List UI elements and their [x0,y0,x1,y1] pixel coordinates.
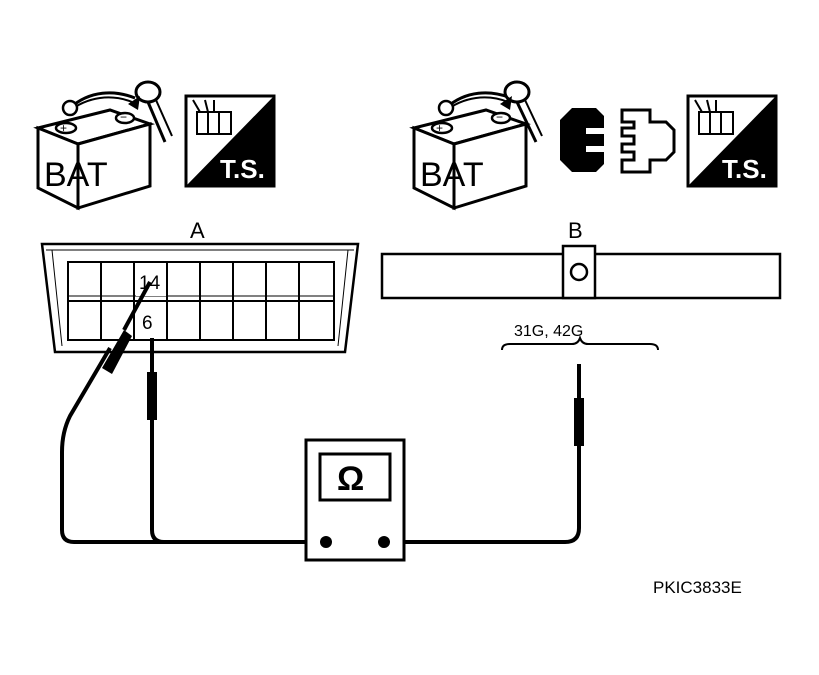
battery-icon: + − BAT [33,80,173,211]
battery-label: BAT [44,156,108,194]
ohm-symbol: Ω [337,460,364,498]
connector-b [380,244,782,300]
ohmmeter-icon: Ω [304,438,406,562]
pin-6-label: 6 [142,313,153,334]
terminal-codes-label: 31G, 42G [514,323,583,340]
svg-text:+: + [436,121,443,135]
tool-set-label: T.S. [220,154,265,184]
probe-tips [102,330,584,446]
connector-disconnected-icon [560,108,676,174]
probe-wires [60,281,581,544]
tool-set-icon: T.S. [184,94,276,188]
reference-code: PKIC3833E [653,578,742,597]
tool-set-icon-right: T.S. [686,94,778,188]
svg-text:−: − [496,110,503,124]
connector-b-label: B [568,218,583,243]
tool-set-label-right: T.S. [722,154,767,184]
connector-a: 14 6 [40,242,360,354]
terminal-brace [501,334,659,351]
connector-a-label: A [190,218,205,243]
svg-text:+: + [60,121,67,135]
battery-label-right: BAT [420,156,484,194]
svg-text:−: − [120,110,127,124]
battery-icon-right: + − BAT [409,80,543,211]
